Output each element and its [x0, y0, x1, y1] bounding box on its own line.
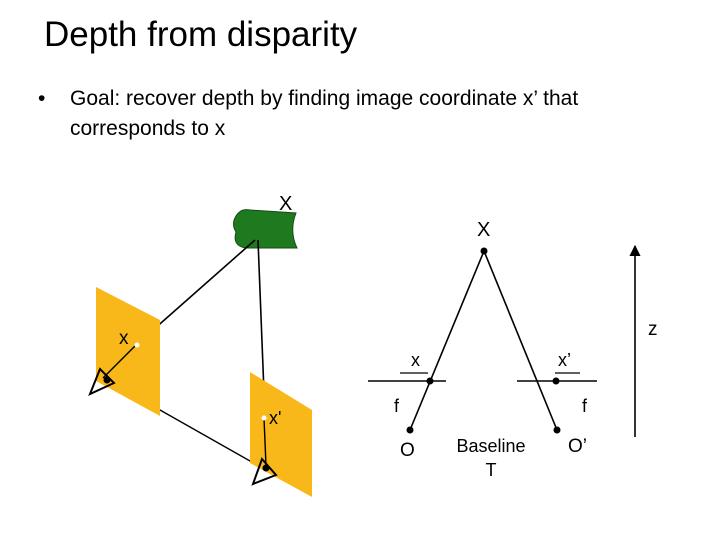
right-camera-center: [553, 426, 561, 434]
image1-point-dot: [134, 342, 140, 348]
left-center-label: O: [400, 440, 415, 461]
right-image-point-label: x’: [558, 350, 571, 370]
image-plane-2: [250, 372, 312, 497]
bullet-text: Goal: recover depth by finding image coo…: [70, 87, 579, 141]
image2-point-label: x': [269, 408, 281, 428]
left-camera-center: [406, 426, 414, 434]
image-plane-1: [96, 287, 160, 416]
ray-inside-plane-2: [263, 417, 267, 467]
depth-label: z: [648, 319, 658, 340]
left-ray: [409, 250, 485, 431]
right-geometry-diagram: X x x’ f f O O’ Baseline T z: [368, 219, 658, 480]
right-image-point-dot: [552, 377, 560, 385]
camera1-center-dot: [103, 376, 111, 384]
image2-point-dot: [261, 415, 267, 421]
right-center-label: O’: [568, 436, 587, 457]
slide-title: Depth from disparity: [44, 15, 358, 54]
world-point-label-2d: X: [477, 219, 490, 241]
ray-inside-plane-1: [102, 344, 137, 379]
left-focal-label: f: [394, 396, 400, 416]
image1-point-label: x: [119, 328, 129, 349]
right-ray: [483, 250, 558, 431]
baseline-label: Baseline: [456, 436, 525, 456]
left-image-point-dot: [426, 377, 434, 385]
left-3d-diagram: X x x': [88, 193, 312, 497]
camera2-center-dot: [262, 464, 270, 472]
camera1-icon: [88, 367, 116, 396]
right-focal-label: f: [582, 396, 588, 416]
world-point-label: X: [279, 193, 292, 215]
left-image-point-label: x: [411, 350, 420, 370]
bullet-marker: •: [38, 87, 46, 110]
baseline-symbol: T: [486, 460, 497, 480]
world-object-shape: [233, 209, 298, 249]
